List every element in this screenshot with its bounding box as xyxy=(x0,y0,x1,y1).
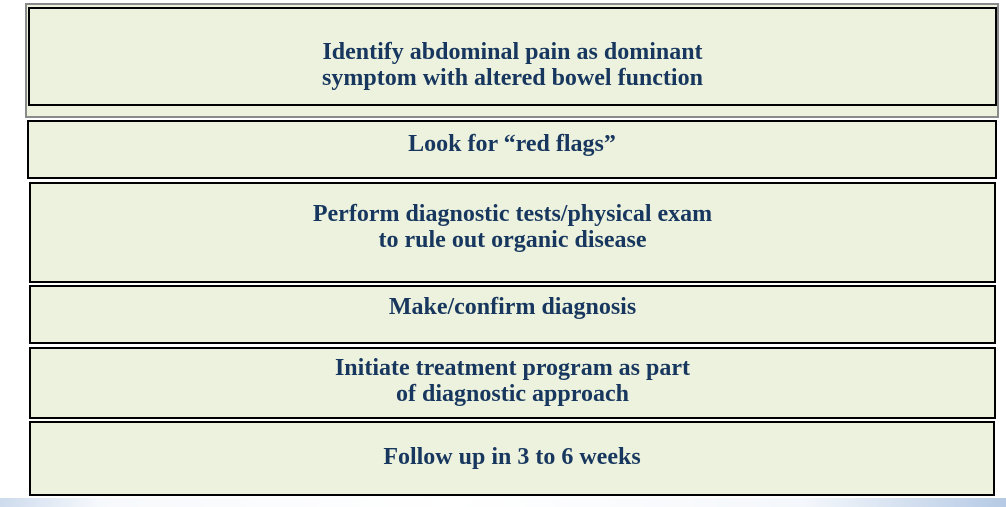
step-text-line: Identify abdominal pain as dominant xyxy=(322,38,703,65)
step-text-line: to rule out organic disease xyxy=(378,226,647,253)
step-initiate-treatment: Initiate treatment program as part of di… xyxy=(29,347,996,419)
step-text-line: Follow up in 3 to 6 weeks xyxy=(383,443,641,470)
step-look-for-red-flags: Look for “red flags” xyxy=(27,120,997,179)
step-text-line: Make/confirm diagnosis xyxy=(388,293,637,320)
step-text-line: Perform diagnostic tests/physical exam xyxy=(312,200,713,227)
step-text-line: symptom with altered bowel function xyxy=(322,64,703,91)
step-diagnostic-tests: Perform diagnostic tests/physical exam t… xyxy=(29,182,996,283)
step-identify-symptoms: Identify abdominal pain as dominant symp… xyxy=(28,7,997,106)
step-text-line: of diagnostic approach xyxy=(396,381,629,407)
step-text-line: Initiate treatment program as part xyxy=(334,355,691,381)
step-follow-up: Follow up in 3 to 6 weeks xyxy=(29,421,995,496)
step-confirm-diagnosis: Make/confirm diagnosis xyxy=(29,285,996,344)
slide-bottom-edge xyxy=(0,498,1006,507)
step-text-line: Look for “red flags” xyxy=(408,130,616,157)
